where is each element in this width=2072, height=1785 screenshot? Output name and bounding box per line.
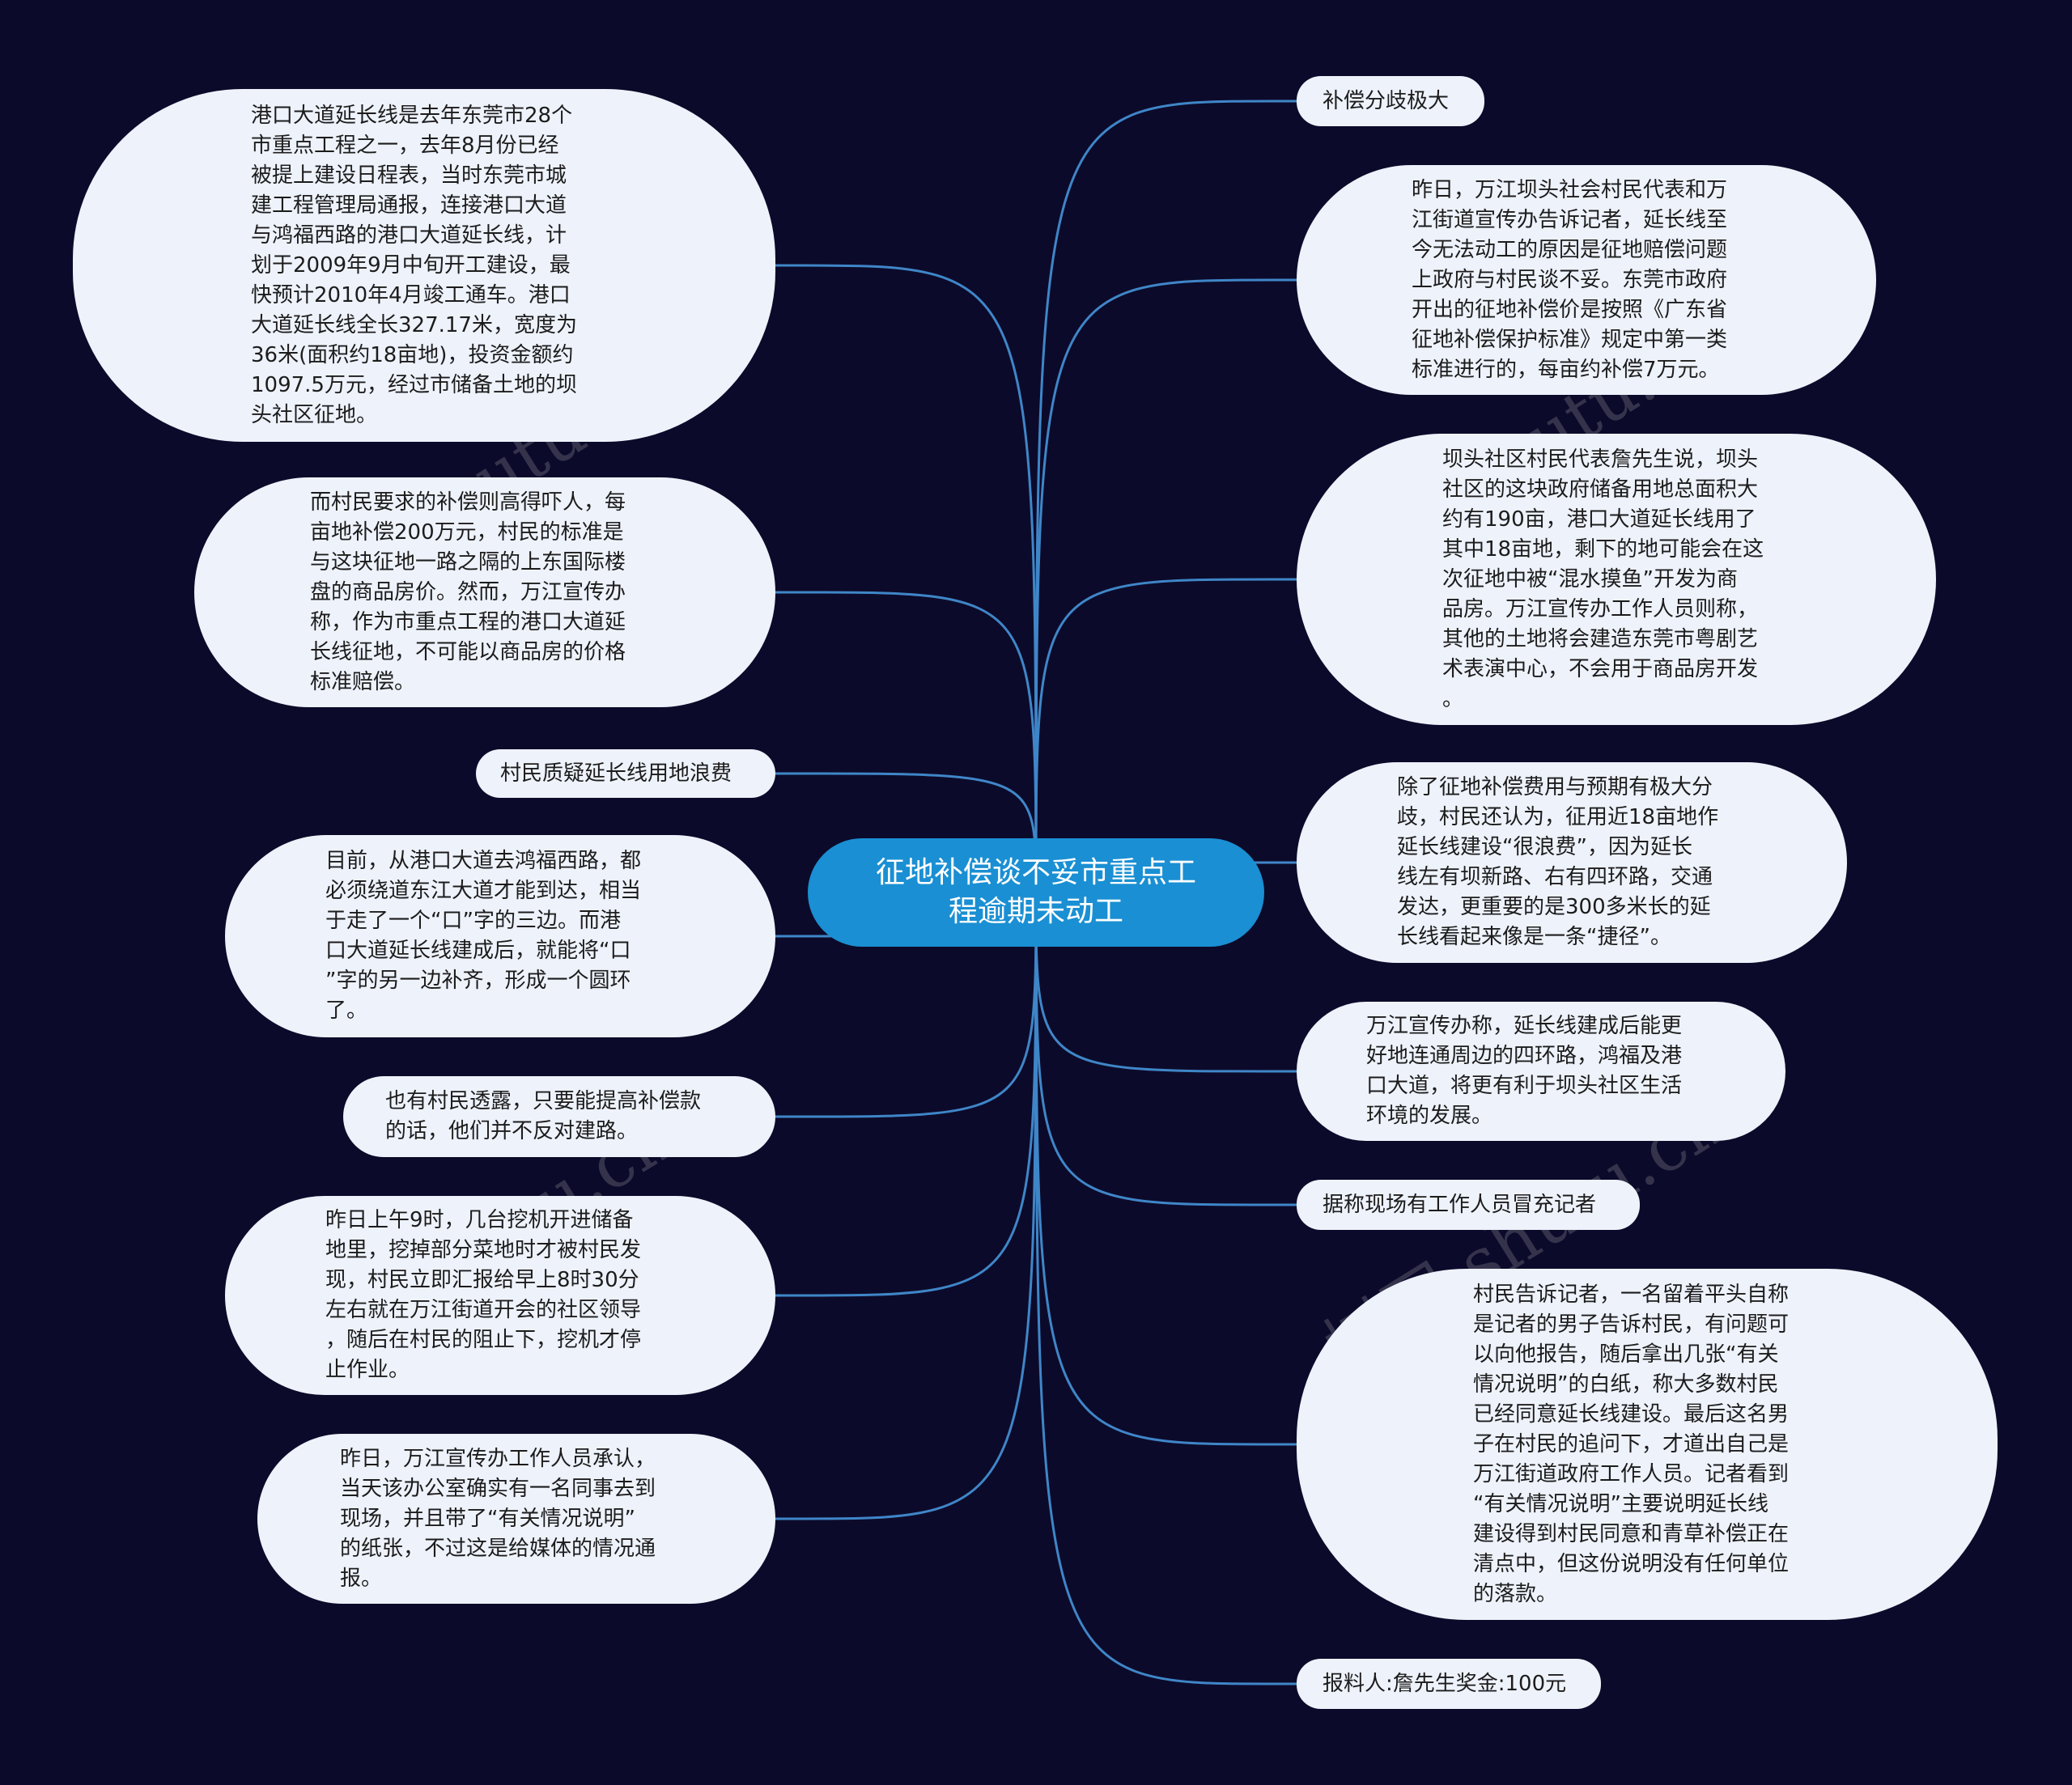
- topic-node-left-7[interactable]: 昨日，万江宣传办工作人员承认， 当天该办公室确实有一名同事去到 现场，并且带了“…: [257, 1434, 775, 1604]
- connector-line: [1034, 278, 1297, 893]
- topic-node-left-5[interactable]: 也有村民透露，只要能提高补偿款 的话，他们并不反对建路。: [343, 1076, 775, 1157]
- topic-node-text: 除了征地补偿费用与预期有极大分 歧，村民还认为，征用近18亩地作 延长线建设“很…: [1397, 775, 1719, 949]
- topic-node-text: 目前，从港口大道去鸿福西路，都 必须绕道东江大道才能到达，相当 于走了一个“口”…: [325, 849, 642, 1023]
- topic-node-text: 坝头社区村民代表詹先生说，坝头 社区的这块政府储备用地总面积大 约有190亩，港…: [1442, 447, 1764, 711]
- topic-node-text: 据称现场有工作人员冒充记者: [1323, 1192, 1597, 1217]
- topic-node-text: 昨日，万江宣传办工作人员承认， 当天该办公室确实有一名同事去到 现场，并且带了“…: [340, 1446, 656, 1591]
- topic-node-left-4[interactable]: 目前，从港口大道去鸿福西路，都 必须绕道东江大道才能到达，相当 于走了一个“口”…: [225, 835, 775, 1037]
- topic-node-text: 村民告诉记者，一名留着平头自称 是记者的男子告诉村民，有问题可 以向他报告，随后…: [1473, 1282, 1790, 1606]
- connector-line: [775, 892, 1038, 1297]
- topic-node-text: 而村民要求的补偿则高得吓人，每 亩地补偿200万元，村民的标准是 与这块征地一路…: [310, 490, 626, 694]
- topic-node-right-2[interactable]: 昨日，万江坝头社会村民代表和万 江街道宣传办告诉记者，延长线至 今无法动工的原因…: [1297, 165, 1876, 395]
- root-topic-label: 征地补偿谈不妥市重点工 程逾期未动工: [875, 856, 1196, 928]
- topic-node-right-3[interactable]: 坝头社区村民代表詹先生说，坝头 社区的这块政府储备用地总面积大 约有190亩，港…: [1297, 434, 1936, 725]
- root-topic[interactable]: 征地补偿谈不妥市重点工 程逾期未动工: [808, 838, 1264, 947]
- topic-node-left-6[interactable]: 昨日上午9时，几台挖机开进储备 地里，挖掉部分菜地时才被村民发 现，村民立即汇报…: [225, 1196, 775, 1395]
- topic-node-right-6[interactable]: 据称现场有工作人员冒充记者: [1297, 1180, 1640, 1230]
- topic-node-right-5[interactable]: 万江宣传办称，延长线建成后能更 好地连通周边的四环路，鸿福及港 口大道，将更有利…: [1297, 1002, 1785, 1141]
- connector-line: [1034, 578, 1297, 893]
- connector-line: [1034, 892, 1297, 1446]
- topic-node-text: 补偿分歧极大: [1323, 88, 1450, 113]
- topic-node-right-4[interactable]: 除了征地补偿费用与预期有极大分 歧，村民还认为，征用近18亩地作 延长线建设“很…: [1297, 762, 1847, 963]
- topic-node-text: 昨日，万江坝头社会村民代表和万 江街道宣传办告诉记者，延长线至 今无法动工的原因…: [1412, 177, 1728, 382]
- topic-node-text: 报料人:詹先生奖金:100元: [1323, 1671, 1567, 1696]
- connector-line: [1034, 100, 1297, 893]
- topic-node-right-8[interactable]: 报料人:詹先生奖金:100元: [1297, 1659, 1601, 1709]
- topic-node-text: 村民质疑延长线用地浪费: [500, 761, 732, 786]
- topic-node-left-1[interactable]: 港口大道延长线是去年东莞市28个 市重点工程之一，去年8月份已经 被提上建设日程…: [73, 89, 775, 442]
- topic-node-text: 也有村民透露，只要能提高补偿款 的话，他们并不反对建路。: [385, 1089, 702, 1143]
- topic-node-right-7[interactable]: 村民告诉记者，一名留着平头自称 是记者的男子告诉村民，有问题可 以向他报告，随后…: [1297, 1269, 1998, 1620]
- connector-line: [775, 264, 1038, 893]
- topic-node-text: 港口大道延长线是去年东莞市28个 市重点工程之一，去年8月份已经 被提上建设日程…: [251, 103, 577, 427]
- topic-node-right-1[interactable]: 补偿分歧极大: [1297, 76, 1484, 126]
- topic-node-text: 昨日上午9时，几台挖机开进储备 地里，挖掉部分菜地时才被村民发 现，村民立即汇报…: [325, 1208, 642, 1382]
- connector-line: [1034, 892, 1297, 1685]
- topic-node-left-2[interactable]: 而村民要求的补偿则高得吓人，每 亩地补偿200万元，村民的标准是 与这块征地一路…: [194, 477, 775, 707]
- topic-node-text: 万江宣传办称，延长线建成后能更 好地连通周边的四环路，鸿福及港 口大道，将更有利…: [1366, 1014, 1683, 1128]
- topic-node-left-3[interactable]: 村民质疑延长线用地浪费: [476, 749, 775, 798]
- connector-line: [775, 892, 1038, 1520]
